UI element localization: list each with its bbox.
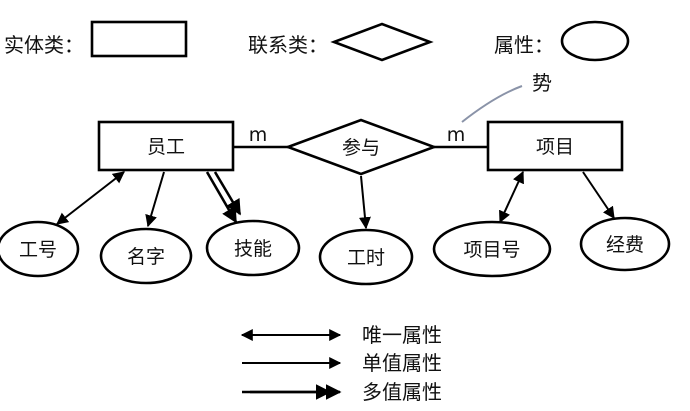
project-id-attribute [432, 220, 552, 278]
skill-connector [205, 171, 238, 224]
budget-label: 经费 [606, 234, 644, 256]
budget-connector [582, 171, 615, 219]
project-id-label: 项目号 [463, 239, 520, 261]
cardinality-right: m [447, 124, 466, 146]
legend-multi-label: 多值属性 [362, 380, 442, 404]
name-connector [145, 171, 165, 228]
legend-entity-label: 实体类： [4, 33, 84, 57]
name-label: 名字 [127, 246, 165, 268]
project-entity-label: 项目 [536, 136, 574, 158]
legend-relationship-label: 联系类： [248, 33, 328, 57]
emp-id-attribute [0, 220, 80, 278]
legend-attribute-ellipse [560, 20, 630, 62]
skill-label: 技能 [234, 238, 272, 260]
legend-single-label: 单值属性 [362, 351, 442, 375]
employee-entity-label: 员工 [147, 136, 185, 158]
participate-relationship-label: 参与 [342, 137, 380, 159]
hours-label: 工时 [347, 247, 385, 269]
project-entity [486, 120, 624, 172]
emp-id-connector [56, 171, 125, 225]
employee-entity [97, 120, 235, 172]
skill-connector-double [213, 171, 242, 216]
project-id-connector [499, 170, 524, 224]
hours-connector [358, 175, 371, 230]
budget-attribute [579, 216, 671, 272]
legend-entity-rect [90, 20, 188, 58]
hours-attribute [318, 228, 414, 286]
emp-id-label: 工号 [19, 239, 57, 261]
stray-text: 势 [532, 71, 552, 95]
skill-attribute [205, 219, 301, 277]
legend-relationship-diamond [330, 22, 434, 62]
stray-stroke [461, 85, 523, 123]
participate-relationship [284, 118, 438, 176]
name-attribute [99, 227, 193, 285]
cardinality-left: m [249, 124, 268, 146]
legend-attribute-label: 属性： [494, 33, 554, 57]
legend-unique-label: 唯一属性 [362, 323, 442, 347]
